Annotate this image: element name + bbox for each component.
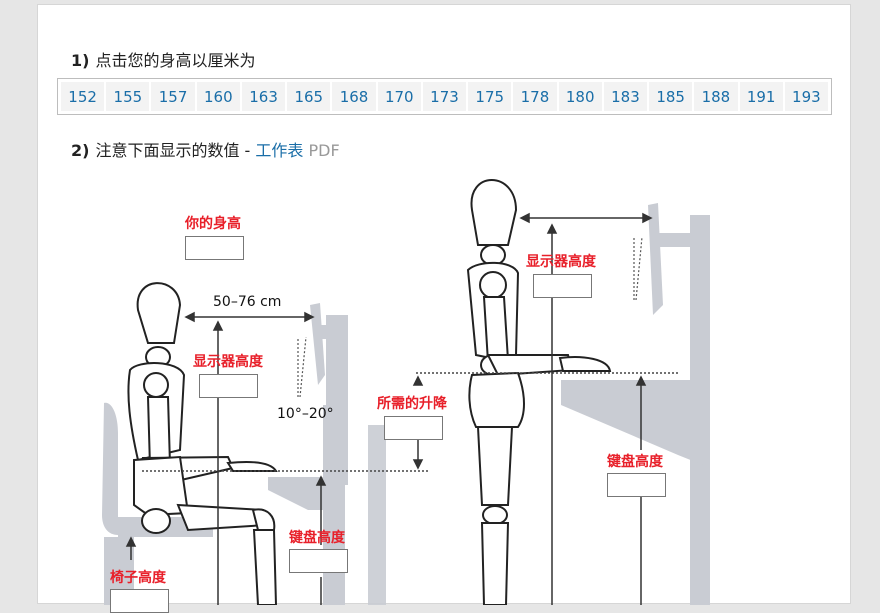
sitting-monitor-height-label: 显示器高度 (193, 354, 263, 370)
height-option-185[interactable]: 185 (649, 82, 693, 111)
height-option-183[interactable]: 183 (603, 82, 648, 111)
step-1-text: 点击您的身高以厘米为 (95, 51, 256, 70)
tilt-angle-lines (297, 236, 643, 398)
sitting-monitor-height-box (199, 374, 258, 398)
standing-keyboard-height-label: 键盘高度 (607, 454, 663, 470)
step-2-text: 注意下面显示的数值 - (95, 141, 256, 160)
height-option-152[interactable]: 152 (61, 82, 105, 111)
step-2-number: 2) (71, 141, 90, 160)
height-option-168[interactable]: 168 (332, 82, 376, 111)
step-1-heading: 1) 点击您的身高以厘米为 (71, 47, 255, 71)
pdf-label: PDF (308, 141, 340, 160)
sitting-keyboard-height-label: 键盘高度 (289, 530, 345, 546)
height-option-163[interactable]: 163 (241, 82, 286, 111)
standing-desk-shape (368, 203, 710, 605)
height-option-180[interactable]: 180 (558, 82, 602, 111)
height-option-191[interactable]: 191 (739, 82, 783, 111)
worksheet-link[interactable]: 工作表 (255, 141, 304, 160)
your-height-value-box (185, 236, 244, 260)
height-option-188[interactable]: 188 (694, 82, 738, 111)
chair-height-box (110, 589, 169, 613)
sitting-keyboard-height-box (289, 549, 348, 573)
sitting-mannequin (127, 282, 278, 605)
height-option-193[interactable]: 193 (784, 82, 828, 111)
standing-mannequin (466, 179, 612, 605)
step-1-number: 1) (71, 51, 90, 70)
required-lift-box (384, 416, 443, 440)
height-option-165[interactable]: 165 (287, 82, 331, 111)
height-option-155[interactable]: 155 (106, 82, 150, 111)
height-selector: 152 155 157 160 163 165 168 170 173 175 … (57, 78, 832, 115)
standing-keyboard-height-box (607, 473, 666, 497)
required-lift-label: 所需的升降 (377, 396, 447, 412)
your-height-label: 你的身高 (185, 216, 241, 232)
height-option-160[interactable]: 160 (196, 82, 240, 111)
content-card: 1) 点击您的身高以厘米为 152 155 157 160 163 165 168… (37, 4, 852, 613)
ergonomic-illustration (102, 179, 710, 605)
height-option-178[interactable]: 178 (513, 82, 557, 111)
height-option-170[interactable]: 170 (377, 82, 421, 111)
viewing-distance-label: 50–76 cm (213, 294, 282, 310)
height-option-157[interactable]: 157 (151, 82, 195, 111)
standing-monitor-height-label: 显示器高度 (526, 254, 596, 270)
standing-monitor-height-box (533, 274, 592, 298)
chair-height-label: 椅子高度 (110, 570, 166, 586)
tilt-angle-label: 10°–20° (277, 406, 334, 422)
height-option-175[interactable]: 175 (468, 82, 512, 111)
ergonomic-diagram: 你的身高 50–76 cm 显示器高度 10°–20° 所需的升降 键盘高度 椅… (38, 165, 852, 613)
step-2-heading: 2) 注意下面显示的数值 - 工作表 PDF (71, 137, 340, 161)
height-option-173[interactable]: 173 (422, 82, 467, 111)
